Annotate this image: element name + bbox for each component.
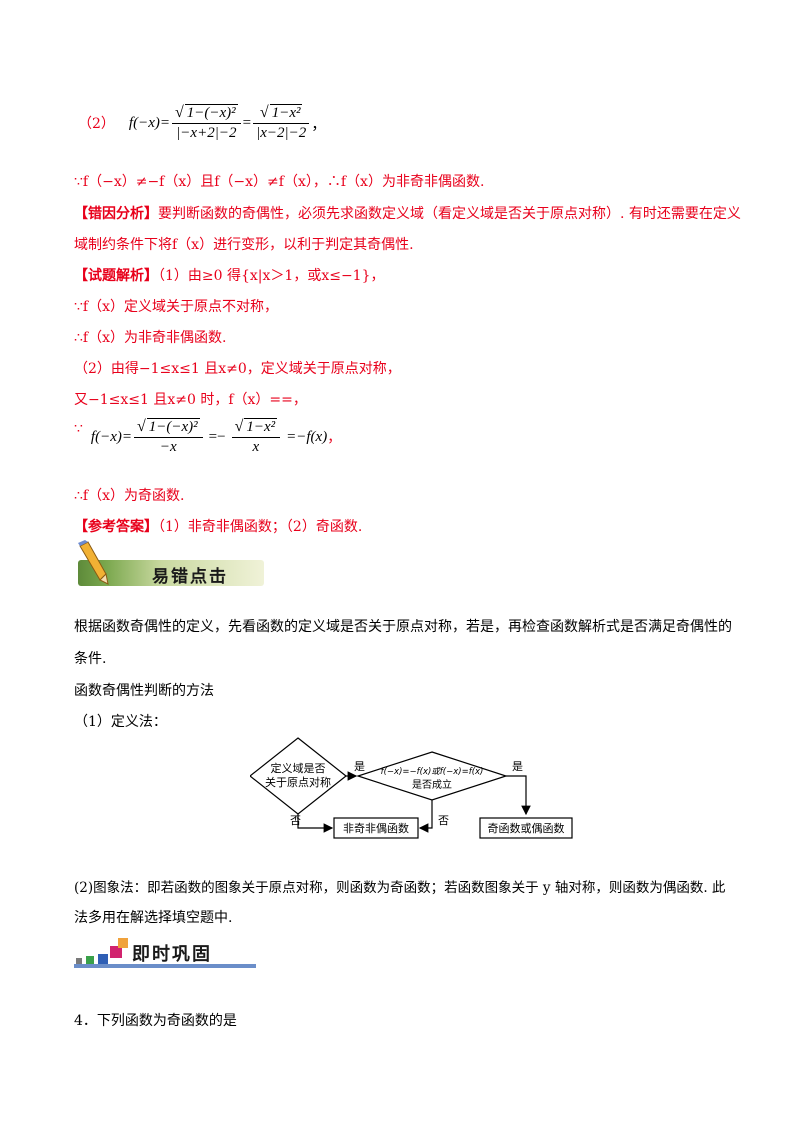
decision1-line2: 关于原点对称: [265, 775, 331, 789]
solution-line5: 又−1≤x≤1 且x≠0 时，f（x）==，: [74, 392, 307, 408]
square-decoration-2: [86, 956, 94, 964]
formula1-lhs: f(−x)=: [128, 114, 170, 131]
answer-line: 【参考答案】（1）非奇非偶函数；（2）奇函数.: [74, 516, 362, 536]
formula-odd-proof: ∵ f(−x)= √1−(−x)² −x =− √1−x² x =−f(x) ，: [74, 418, 341, 456]
box-neither-label: 非奇非偶函数: [343, 822, 409, 835]
square-decoration-1: [76, 958, 82, 964]
formula1-eq: =: [242, 114, 252, 131]
formula2-frac1: √1−(−x)² −x: [133, 418, 203, 456]
formula1-frac1: √1−(−x)² |−x+2|−2: [171, 104, 241, 142]
error-analysis-text1: 要判断函数的奇偶性，必须先求函数定义域（看定义域是否关于原点对称）. 有时还需要…: [158, 206, 741, 222]
solution-line2: ∵f（x）定义域关于原点不对称，: [74, 299, 278, 315]
box-odd-or-even: [479, 817, 573, 839]
body-definition-method: （1）定义法：: [74, 714, 167, 730]
box-odd-even-label: 奇函数或偶函数: [488, 822, 565, 835]
no-label-2: 否: [438, 814, 449, 827]
formula1-den1: |−x+2|−2: [176, 125, 237, 141]
square-decoration-5: [118, 938, 128, 948]
conclusion-line: ∴f（x）为奇函数.: [74, 488, 185, 504]
error-analysis-line1: 【错因分析】要判断函数的奇偶性，必须先求函数定义域（看定义域是否关于原点对称）.…: [74, 203, 741, 223]
banner2-underline: [74, 964, 256, 968]
solution-line3: ∴f（x）为非奇非偶函数.: [74, 330, 227, 346]
formula2-num2: 1−x²: [244, 418, 278, 435]
parity-flowchart: 定义域是否 关于原点对称 f(−x)=−f(x)或f(−x)=f(x) 是否成立…: [250, 737, 573, 839]
part2-label: （2）: [78, 116, 115, 132]
box-neither-odd-nor-even: [333, 817, 419, 839]
banner-easy-mistakes: 易错点击: [74, 540, 266, 588]
formula-part2: （2） f(−x)= √1−(−x)² |−x+2|−2 = √1−x² |x−…: [78, 104, 326, 142]
decision2-line2: 是否成立: [412, 778, 452, 791]
body-graph-method-a: (2)图象法：即若函数的图象关于原点对称，则函数为奇函数；若函数图象关于 y 轴…: [74, 880, 726, 896]
square-decoration-3: [98, 954, 108, 964]
formula2-comma: ，: [327, 430, 342, 446]
answer-tag: 【参考答案】: [74, 519, 158, 535]
square-decoration-4: [110, 946, 122, 958]
solution-tag: 【试题解析】: [74, 268, 158, 284]
formula1-num1: 1−(−x)²: [184, 104, 238, 121]
formula2-tail: =−f(x): [286, 428, 328, 445]
formula2-den2: x: [252, 439, 260, 455]
because-line: ∵f（−x）≠−f（x）且f（−x）≠f（x），∴f（x）为非奇非偶函数.: [74, 174, 485, 190]
error-analysis-line2: 域制约条件下将f（x）进行变形，以利于判定其奇偶性.: [74, 237, 414, 253]
pencil-icon: [78, 540, 109, 585]
solution-text1: （1）由≥0 得{x|x＞1，或x≤−1}，: [158, 268, 385, 284]
formula1-frac2: √1−x² |x−2|−2: [253, 104, 310, 142]
answer-text: （1）非奇非偶函数；（2）奇函数.: [158, 519, 363, 535]
yes-label-2: 是: [512, 760, 523, 773]
body-paragraph1a: 根据函数奇偶性的定义，先看函数的定义域是否关于原点对称，若是，再检查函数解析式是…: [74, 619, 732, 635]
banner-title: 易错点击: [152, 567, 228, 587]
formula1-den2: |x−2|−2: [256, 125, 307, 141]
formula1-tail: ，: [311, 116, 327, 133]
formula1-num2: 1−x²: [269, 104, 303, 121]
no-label-1: 否: [290, 814, 301, 827]
formula2-eq: =−: [208, 428, 226, 445]
formula2-den1: −x: [159, 439, 177, 455]
formula2-frac2: √1−x² x: [231, 418, 281, 456]
body-paragraph1b: 条件.: [74, 651, 107, 667]
error-analysis-tag: 【错因分析】: [74, 206, 158, 222]
body-method-title: 函数奇偶性判断的方法: [74, 683, 214, 699]
body-graph-method-b: 法多用在解选择填空题中.: [74, 910, 233, 926]
decision2-line1: f(−x)=−f(x)或f(−x)=f(x): [381, 766, 484, 777]
solution-line4: （2）由得−1≤x≤1 且x≠0，定义域关于原点对称，: [74, 361, 401, 377]
formula2-lhs: f(−x)=: [90, 428, 132, 445]
formula2-num1: 1−(−x)²: [146, 418, 200, 435]
solution-line1: 【试题解析】（1）由≥0 得{x|x＞1，或x≤−1}，: [74, 265, 385, 285]
banner-bar: [78, 560, 264, 586]
formula2-because: ∵: [74, 421, 83, 437]
banner-instant-review: 即时巩固: [74, 938, 256, 970]
yes-label-1: 是: [354, 760, 365, 773]
banner2-title: 即时巩固: [132, 944, 212, 965]
decision1-line1: 定义域是否: [271, 761, 326, 775]
question-4: 4．下列函数为奇函数的是: [74, 1013, 237, 1029]
